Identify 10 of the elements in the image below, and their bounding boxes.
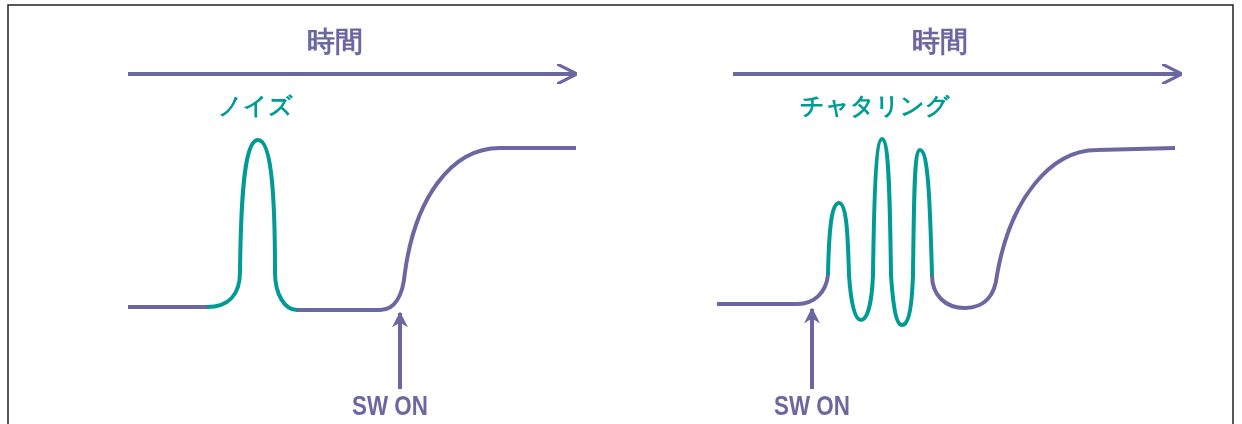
signal-label: SW ON [352,392,428,420]
axis-label: 時間 [912,28,968,56]
waveform-drawing [128,138,576,312]
arrow [392,311,408,389]
waveform-label: ノイズ [217,94,293,118]
arrow [804,307,820,389]
waveform-label: チャタリング [800,94,950,118]
axis-label: 時間 [307,28,363,56]
waveform-drawing [717,137,1176,327]
signal-label: SW ON [774,392,850,420]
